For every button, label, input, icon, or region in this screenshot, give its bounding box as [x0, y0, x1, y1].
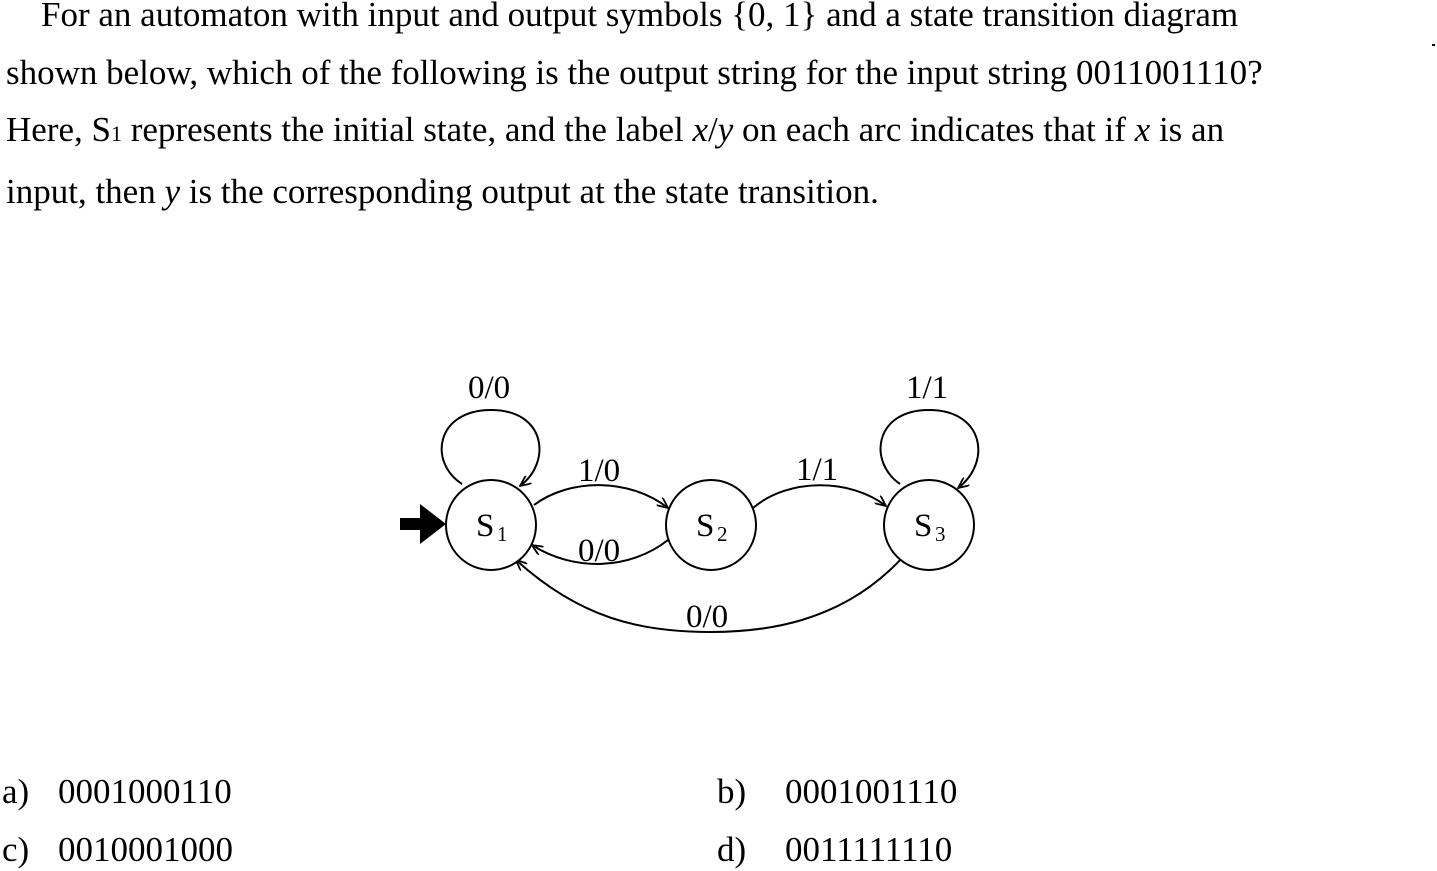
choice-d[interactable]: d) 0011111110 [717, 830, 952, 870]
var-y: y [717, 110, 734, 149]
state-s2-subscript: 2 [717, 522, 728, 546]
question-line-3-pre: Here, S [6, 110, 111, 149]
edge-s1-s2 [533, 484, 668, 508]
question-line-4: input, then y is the corresponding outpu… [6, 163, 1426, 221]
question-line-3-end: is an [1150, 110, 1225, 149]
state-s1-subscript: 1 [497, 522, 508, 546]
var-x-2: x [1134, 110, 1151, 149]
edge-s1-s1 [440, 408, 541, 486]
question-line-2: shown below, which of the following is t… [6, 52, 1263, 92]
choice-a-value: 0001000110 [58, 772, 232, 811]
choice-c-value: 0010001000 [58, 830, 233, 869]
choice-c[interactable]: c) 0010001000 [2, 830, 233, 870]
state-s1: S 1 [445, 479, 537, 571]
choice-d-value: 0011111110 [785, 830, 953, 869]
choice-a-letter: a) [2, 772, 30, 811]
choice-b-value: 0001001110 [785, 772, 958, 811]
edge-s2-s1 [532, 539, 669, 565]
var-x: x [692, 110, 709, 149]
state-s3-subscript: 3 [935, 522, 946, 546]
question-line-1: For an automaton with input and output s… [41, 0, 1239, 34]
edge-s3-s3 [879, 408, 980, 488]
choice-b[interactable]: b) 0001001110 [717, 772, 957, 812]
initial-state-arrow-icon [400, 504, 446, 544]
choice-b-letter: b) [717, 772, 747, 811]
initial-state-subscript: 1 [110, 121, 122, 146]
state-s2: S 2 [665, 479, 757, 571]
var-y-2: y [164, 171, 181, 211]
choice-c-letter: c) [2, 830, 30, 869]
question-line-4-pre: input, then [6, 171, 165, 211]
question-line-4-end: is the corresponding output at the state… [180, 171, 879, 211]
label-s3-s3: 1/1 [906, 370, 948, 406]
question-text: For an automaton with input and output s… [6, 0, 1426, 220]
state-s2-letter: S [696, 508, 714, 544]
choice-a[interactable]: a) 0001000110 [2, 772, 232, 812]
state-s3: S 3 [883, 479, 975, 571]
slash: / [708, 110, 718, 149]
label-s3-s1: 0/0 [686, 599, 728, 635]
edge-s2-s3 [752, 484, 886, 509]
label-s2-s3: 1/1 [796, 452, 838, 488]
label-s1-s2: 1/0 [578, 453, 620, 489]
question-line-3: Here, S1 represents the initial state, a… [6, 101, 1426, 163]
label-s1-s1: 0/0 [468, 370, 510, 406]
state-s1-letter: S [476, 508, 494, 544]
state-s3-letter: S [914, 508, 932, 544]
stray-mark [1432, 44, 1435, 46]
label-s2-s1: 0/0 [578, 533, 620, 569]
question-line-3-mid: represents the initial state, and the la… [121, 110, 693, 149]
edge-s3-s1 [516, 557, 903, 634]
choice-d-letter: d) [717, 830, 747, 869]
question-line-3-mid2: on each arc indicates that if [733, 110, 1135, 149]
